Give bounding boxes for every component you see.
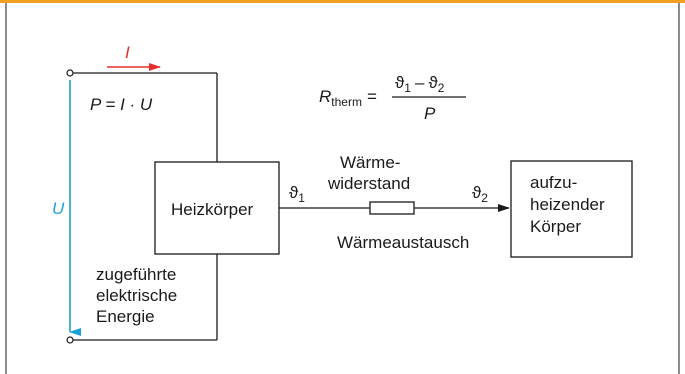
power-formula: P = I · U [90, 95, 153, 114]
rtherm-sub: therm [331, 95, 362, 109]
num-theta2-sub: 2 [438, 81, 445, 95]
top-terminal [66, 69, 74, 77]
energy-label-line2: elektrische [96, 286, 177, 305]
bottom-terminal [66, 336, 74, 344]
circuit-wires [73, 72, 218, 341]
energy-label: zugeführte elektrische Energie [96, 265, 182, 326]
voltage-label: U [52, 199, 65, 218]
num-theta2: ϑ [428, 73, 438, 92]
target-body-line1: aufzu- [530, 173, 577, 192]
rtherm-denominator: P [424, 104, 436, 123]
energy-label-line1: zugeführte [96, 265, 176, 284]
theta1-label: ϑ1 [289, 183, 305, 205]
num-theta1-sub: 1 [404, 81, 411, 95]
target-body-label: aufzu- heizender Körper [530, 173, 609, 236]
target-body-line2: heizender [530, 195, 605, 214]
heater-box [154, 161, 280, 255]
rtherm-formula: Rtherm= ϑ1–ϑ2 P [319, 73, 466, 123]
heater-label: Heizkörper [171, 200, 254, 219]
rtherm-eq: = [367, 87, 377, 106]
svg-text:ϑ1–ϑ2: ϑ1–ϑ2 [395, 73, 445, 95]
target-body-box [510, 160, 633, 258]
num-theta1: ϑ [395, 73, 405, 92]
resistance-label-line1: Wärme- [340, 153, 400, 172]
target-body-line3: Körper [530, 217, 581, 236]
thermal-resistor [369, 201, 415, 215]
theta2-label: ϑ2 [472, 183, 488, 205]
resistance-label: Wärme- widerstand [327, 153, 410, 193]
num-minus: – [415, 73, 425, 92]
current-label: I [125, 43, 130, 62]
rtherm-r: R [319, 87, 331, 106]
energy-label-line3: Energie [96, 307, 155, 326]
resistance-label-line2: widerstand [327, 174, 410, 193]
exchange-label: Wärmeaustausch [337, 233, 469, 252]
svg-text:Rtherm=: Rtherm = [319, 87, 377, 109]
